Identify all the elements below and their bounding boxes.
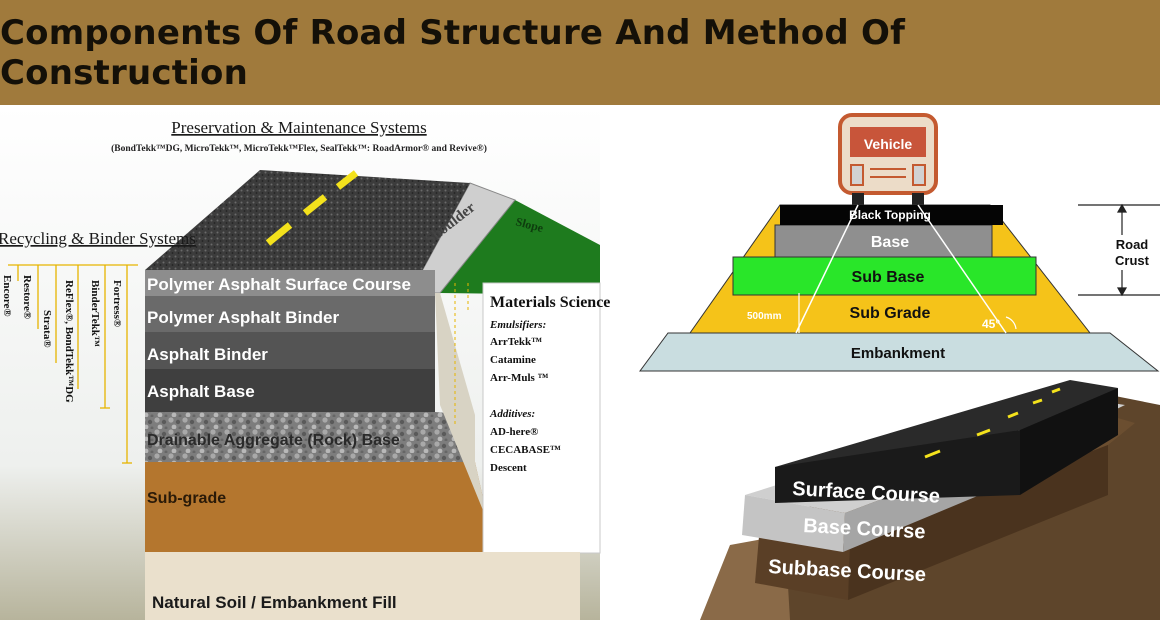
layer-polymer-surface (145, 270, 435, 296)
layer-natural-soil (145, 552, 580, 620)
recycling-products: Encore® Restore® Strata® ReFlex®, BondTe… (1, 275, 123, 403)
slope-area (440, 200, 600, 295)
product-strata: Strata® (41, 310, 53, 348)
materials-box (482, 282, 601, 554)
pavement-cross-section: Preservation & Maintenance Systems (Bond… (0, 105, 610, 620)
recycling-title: Recycling & Binder Systems (0, 229, 196, 248)
layer-labels: Polymer Asphalt Surface Course Polymer A… (147, 275, 411, 612)
crust-label-black-topping: Black Topping (849, 208, 931, 222)
course-base-front (742, 495, 845, 552)
additive-3: Descent (490, 462, 527, 474)
road-crust-label-1: Road (1116, 237, 1149, 252)
course-subbase-side (848, 445, 1108, 600)
label-asphalt-base: Asphalt Base (147, 382, 255, 401)
course-centerline (924, 387, 1061, 459)
label-polymer-binder: Polymer Asphalt Binder (147, 308, 339, 327)
load-spread-lines (795, 204, 1007, 334)
emulsifier-3: Arr-Muls ™ (490, 372, 549, 384)
label-asphalt-binder: Asphalt Binder (147, 345, 268, 364)
product-bindertekk: BinderTekk™ (89, 280, 101, 347)
crust-label-embankment: Embankment (851, 345, 945, 362)
emulsifier-2: Catamine (490, 354, 536, 366)
course-surface-front (775, 430, 1020, 503)
additive-2: CECABASE™ (490, 444, 561, 456)
crust-label-sub-base: Sub Base (852, 269, 925, 286)
emulsifiers-heading: Emulsifiers: (489, 319, 546, 331)
recycling-brackets (8, 264, 138, 464)
road-crust-bracket (1078, 203, 1160, 297)
road-edge-side (435, 293, 500, 552)
vehicle-label: Vehicle (864, 136, 912, 152)
layer-polymer-binder (145, 296, 435, 332)
crust-subbase (732, 256, 1037, 296)
emulsifier-1: ArrTekk™ (490, 336, 542, 348)
angle-label: 45° (982, 317, 1000, 331)
materials-title: Materials Science (490, 294, 610, 311)
dimension-500mm: 500mm (747, 311, 782, 322)
product-reflex: ReFlex®, BondTekk™DG (63, 280, 75, 403)
crust-label-base: Base (871, 234, 909, 251)
additives-heading: Additives: (489, 408, 535, 420)
title-banner: Components Of Road Structure And Method … (0, 0, 1160, 105)
crust-embankment (639, 332, 1160, 372)
road-centerline (265, 170, 359, 246)
crust-label-sub-grade: Sub Grade (850, 305, 931, 322)
layer-asphalt-binder (145, 332, 435, 369)
road-crust-label-2: Crust (1115, 253, 1150, 268)
additive-1: AD-here® (490, 426, 538, 438)
page-title: Components Of Road Structure And Method … (0, 12, 906, 93)
product-restore: Restore® (21, 275, 33, 319)
materials-science: Materials Science Emulsifiers: ArrTekk™ … (489, 294, 610, 474)
product-fortress: Fortress® (111, 280, 123, 327)
label-natural-soil: Natural Soil / Embankment Fill (152, 593, 397, 612)
preservation-title: Preservation & Maintenance Systems (171, 118, 426, 137)
crust-black-topping (780, 205, 1003, 225)
diagram-canvas: Preservation & Maintenance Systems (Bond… (0, 105, 1160, 620)
label-polymer-surface: Polymer Asphalt Surface Course (147, 275, 411, 294)
label-aggregate-base: Drainable Aggregate (Rock) Base (147, 432, 400, 449)
label-subgrade: Sub-grade (147, 490, 226, 507)
preservation-products: (BondTekk™DG, MicroTekk™, MicroTekk™Flex… (111, 143, 487, 154)
product-encore: Encore® (1, 275, 13, 317)
layer-aggregate-base (145, 412, 475, 462)
layer-asphalt-base (145, 369, 435, 412)
pavement-course-diagram: Surface Course Base Course Subbase Cours… (700, 380, 1160, 620)
course-surface-side (1020, 388, 1118, 495)
layer-subgrade (145, 462, 495, 552)
road-crust-diagram: Vehicle 500mm 45° Black Topping Base Sub… (639, 113, 1160, 372)
road-surface-top (145, 170, 470, 293)
vehicle-icon (838, 113, 938, 205)
